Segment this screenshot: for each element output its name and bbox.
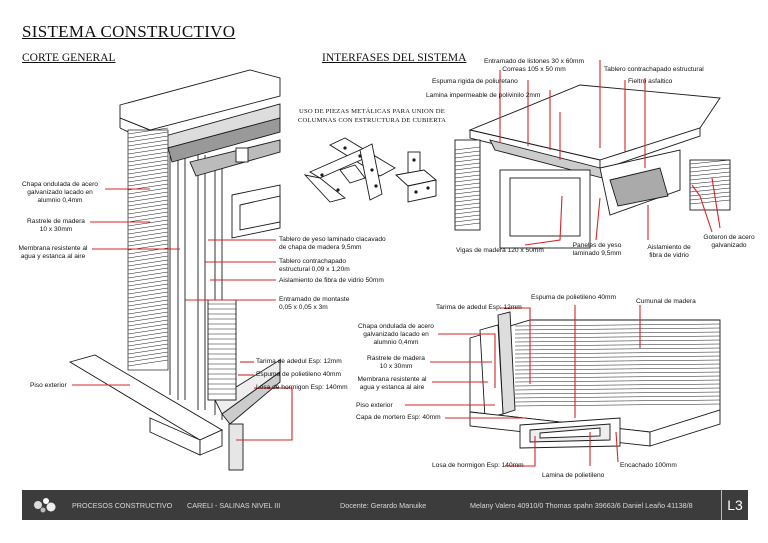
label-chapa-br: Chapa ondulada de acero galvanizado laca… [354, 323, 438, 347]
label-line: Goteron de acero [703, 234, 755, 241]
footer-students: Melany Valero 40910/0 Thomas spahn 39663… [470, 501, 693, 510]
label-line: agua y estanca al aire [20, 253, 86, 260]
sheet-number: L3 [721, 490, 748, 520]
label-chapa-left: Chapa ondulada de acero galvanizado laca… [16, 181, 104, 205]
label-lamina-top: Lamina impermeable de polivinilo 2mm [426, 92, 541, 99]
label-line: Tablero contrachapado [279, 258, 347, 265]
caption-line-1: USO DE PIEZAS METÁLICAS PARA UNION DE [299, 108, 445, 115]
label-espuma-left: Espuma de polietileno 40mm [256, 371, 342, 378]
label-aislamiento-top: Aislamiento de fibra de vidrio [644, 244, 694, 260]
footer-course: PROCESOS CONSTRUCTIVO [72, 501, 173, 510]
label-line: agua y estanca al aire [359, 384, 425, 391]
label-tablero-contra-top: Tablero contrachapado estructural [604, 66, 704, 73]
label-capa-br: Capa de mortero Esp: 40mm [356, 414, 441, 421]
label-line: Rastrele de madera [27, 218, 85, 225]
section-title-interfases: INTERFASES DEL SISTEMA [322, 52, 467, 64]
logo-icon [34, 498, 56, 513]
label-entramado-listones: Entramado de listones 30 x 60mm Correas … [474, 58, 594, 74]
label-encachado-br: Encachado 100mm [620, 462, 677, 469]
label-line: Correas 105 x 50 mm [502, 66, 566, 73]
footer-bar: PROCESOS CONSTRUCTIVO CARELI - SALINAS N… [22, 490, 748, 520]
label-fieltro: Fieltro asfaltico [628, 78, 673, 85]
footer-teacher: Docente: Gerardo Manuike [340, 501, 427, 510]
label-line: Paneles de yeso [572, 242, 622, 249]
label-line: galvanizado lacado en [363, 331, 429, 338]
label-tablero-yeso: Tablero de yeso laminado clacavado de ch… [279, 236, 386, 252]
label-losa-br: Losa de hormigon Esp: 140mm [432, 462, 524, 469]
label-line: 10 x 30mm [379, 363, 413, 370]
label-membrana-left: Membrana resistente al agua y estanca al… [14, 245, 92, 261]
label-goteron: Goteron de acero galvanizado [700, 234, 758, 250]
label-line: Chapa ondulada de acero [358, 323, 434, 330]
leader-lines [72, 60, 721, 467]
label-line: Membrana resistente al [357, 376, 427, 383]
label-vigas: Vigas de madera 120 x 50mm [456, 247, 544, 254]
label-rastrele-br: Rastrele de madera 10 x 30mm [364, 355, 428, 371]
roof-wall-interface-drawing [454, 84, 731, 249]
page-title: SISTEMA CONSTRUCTIVO [22, 22, 236, 41]
label-espuma-rigida: Espuma rigida de poliuretano [432, 78, 518, 85]
footer-project: CARELI - SALINAS NIVEL III [187, 501, 281, 510]
label-piso-br: Piso exterior [356, 402, 393, 409]
label-line: alumnio 0,4mm [373, 339, 419, 346]
label-cumbrera-br: Cumunal de madera [636, 298, 696, 305]
label-rastrele-left: Rastrele de madera 10 x 30mm [24, 218, 88, 234]
label-line: Membrana resistente al [18, 245, 88, 252]
floor-interface-drawing [469, 311, 721, 449]
label-line: Chapa ondulada de acero [22, 181, 98, 188]
label-line: estructural 0,09 x 1,20m [279, 266, 350, 273]
label-line: 0,05 x 0,05 x 3m [279, 304, 328, 311]
label-line: galvanizado [711, 242, 747, 249]
label-line: de chapa de madera 9,5mm [279, 244, 362, 251]
general-section-drawing [68, 69, 281, 471]
label-line: Rastrele de madera [367, 355, 425, 362]
label-line: 10 x 30mm [39, 226, 73, 233]
caption-line-2: COLUMNAS CON ESTRUCTURA DE CUBIERTA [297, 116, 447, 124]
label-piso-left: Piso exterior [30, 382, 67, 389]
label-membrana-br: Membrana resistente al agua y estanca al… [352, 376, 432, 392]
label-tablero-contra: Tablero contrachapado estructural 0,09 x… [279, 258, 350, 274]
label-entramado-left: Entramado de montaste 0,05 x 0,05 x 3m [279, 296, 349, 312]
label-line: Aislamiento de [647, 244, 691, 251]
label-line: alumnio 0,4mm [37, 197, 83, 204]
label-paneles: Paneles de yeso laminado 9,5mm [570, 242, 624, 258]
label-lamina-br: Lamina de polietileno [542, 472, 605, 479]
label-line: fibra de vidrio [649, 252, 689, 259]
label-espuma-br: Espuma de polietileno 40mm [531, 294, 617, 301]
metal-pieces-caption: USO DE PIEZAS METÁLICAS PARA UNION DE CO… [292, 108, 452, 125]
label-line: laminado 9,5mm [572, 250, 622, 257]
label-line: Entramado de listones 30 x 60mm [483, 58, 585, 65]
label-line: Entramado de montaste [279, 296, 350, 303]
label-aislamiento-left: Aislamiento de fibra de vidrio 50mm [279, 277, 384, 284]
label-tarima-br: Tarima de adedul Esp: 12mm [436, 304, 522, 311]
section-title-corte-general: CORTE GENERAL [22, 52, 116, 64]
label-tarima-left: Tarima de adedul Esp: 12mm [256, 358, 342, 365]
label-line: galvanizado lacado en [27, 189, 93, 196]
bolt-holes [320, 146, 430, 194]
label-line: Tablero de yeso laminado clacavado [279, 236, 386, 243]
label-losa-left: Losa de hormigon Esp: 140mm [256, 384, 348, 391]
